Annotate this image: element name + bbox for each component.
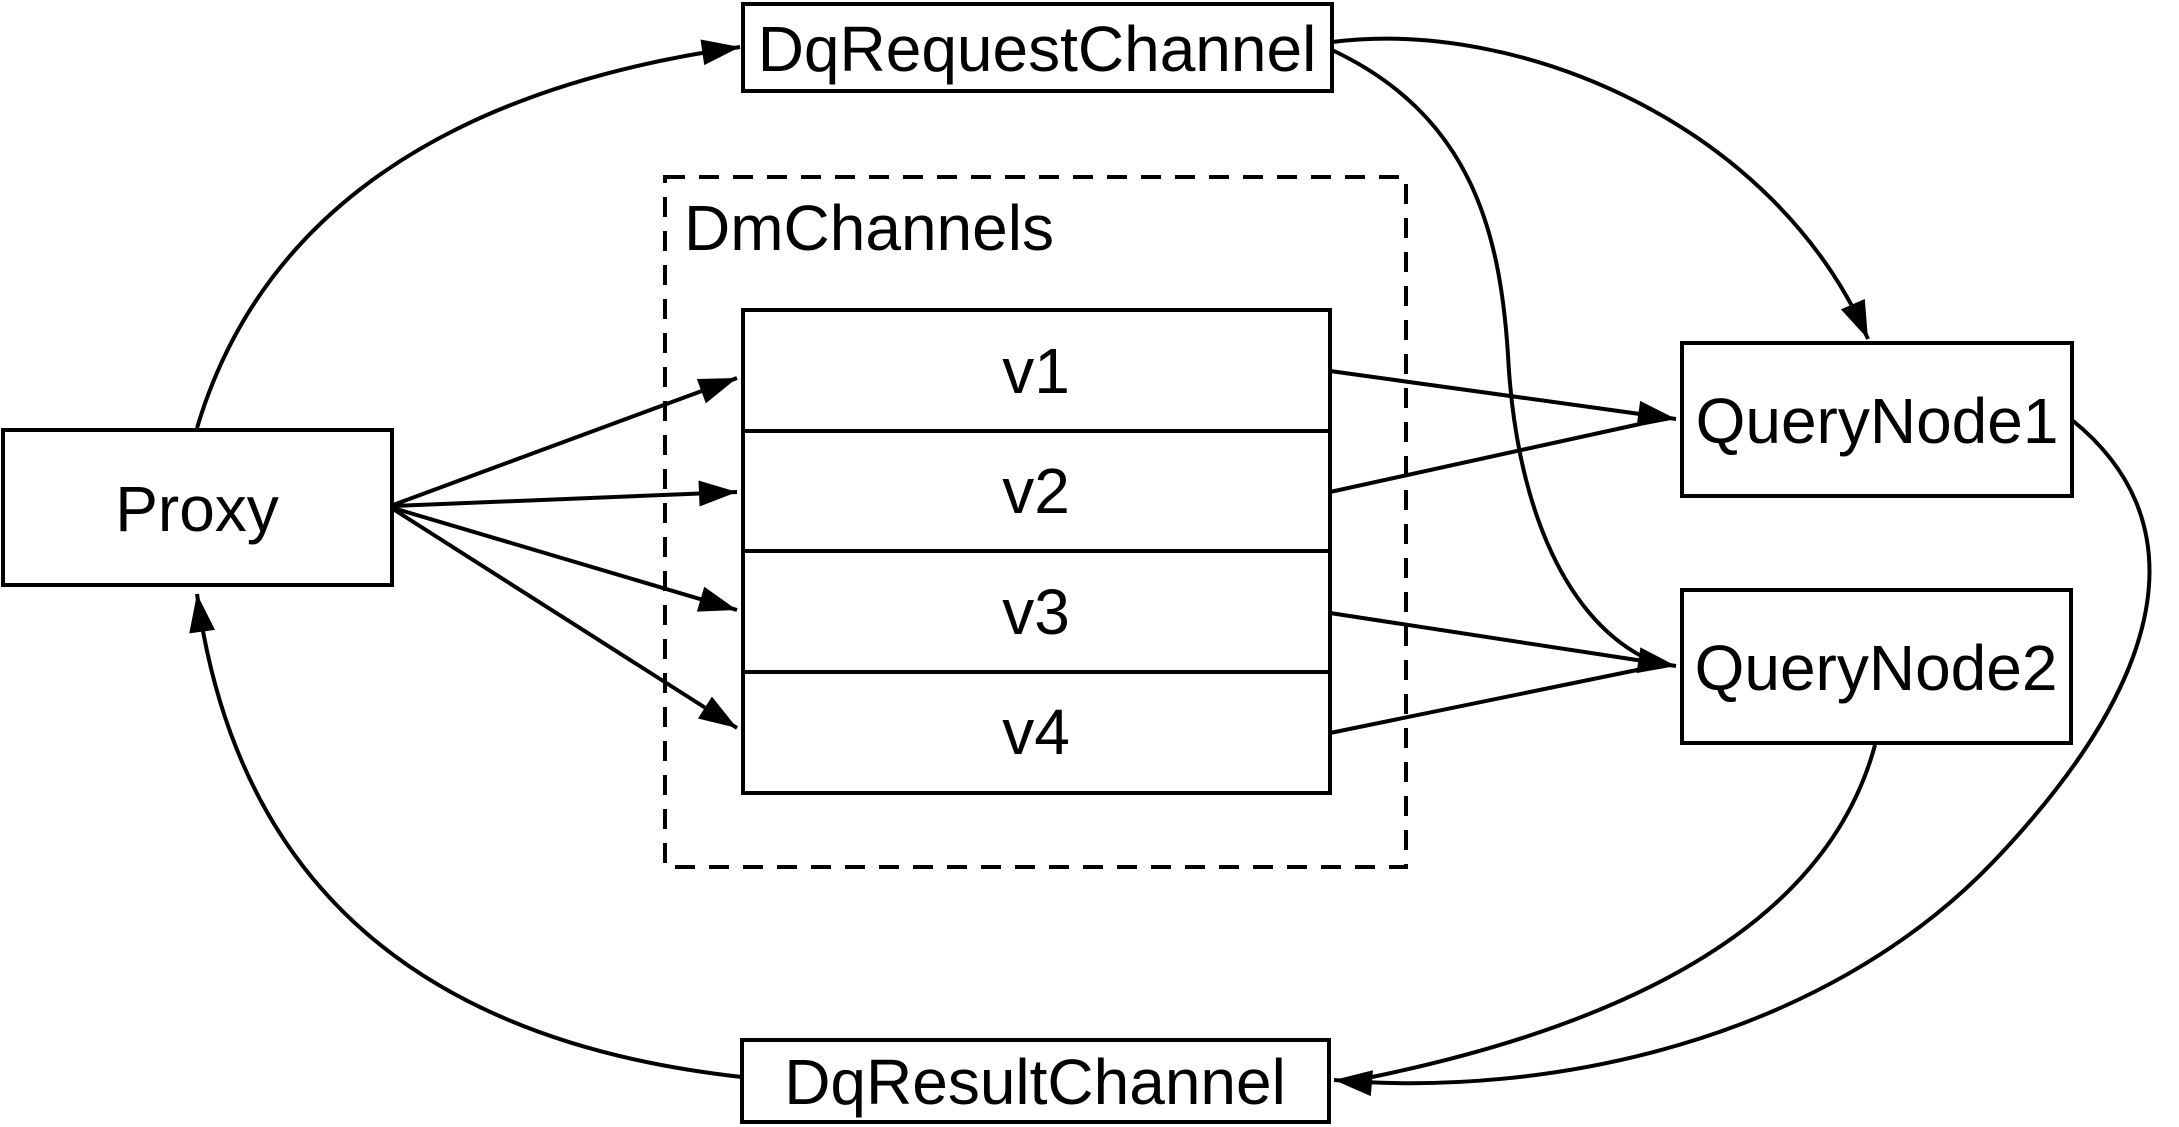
channel-v2-label: v2 — [1002, 455, 1070, 527]
group-dm-channels: DmChannels — [663, 175, 1408, 869]
edge-dq-result-channel-to-proxy — [189, 593, 743, 1079]
dq-result-channel-box — [740, 1038, 1331, 1124]
edge-v3-to-querynode2 — [1329, 611, 1677, 674]
node-channel-table: v1 v2 v3 v4 — [741, 308, 1332, 795]
dq-request-channel-box — [741, 2, 1334, 93]
node-proxy: Proxy — [1, 428, 394, 587]
querynode2-label: QueryNode2 — [1695, 632, 2058, 704]
edge-proxy-to-v2 — [392, 480, 738, 508]
proxy-label: Proxy — [115, 473, 279, 545]
proxy-box — [1, 428, 394, 587]
edge-v4-to-querynode2 — [1329, 667, 1643, 735]
node-dq-request-channel: DqRequestChannel — [741, 2, 1334, 93]
node-querynode1: QueryNode1 — [1680, 341, 2074, 498]
edge-querynode1-to-dq-result-channel — [1333, 418, 2152, 1097]
edge-proxy-to-v1 — [392, 376, 738, 507]
edge-querynode2-to-dq-result-channel — [1371, 744, 1877, 1079]
edge-proxy-to-dq-request-channel — [195, 39, 741, 429]
channel-v3-label: v3 — [1002, 576, 1070, 648]
edge-proxy-to-v3 — [392, 506, 738, 612]
dm-channels-dashed-box — [663, 175, 1408, 869]
node-dq-result-channel: DqResultChannel — [740, 1038, 1331, 1124]
dq-request-channel-label: DqRequestChannel — [758, 13, 1317, 85]
querynode1-label: QueryNode1 — [1696, 385, 2059, 457]
edge-dq-request-channel-to-querynode1 — [1331, 36, 1870, 340]
channel-v4-label: v4 — [1002, 696, 1070, 768]
querynode2-box — [1680, 588, 2073, 745]
querynode1-box — [1680, 341, 2074, 498]
dm-channels-label: DmChannels — [684, 192, 1054, 264]
dq-result-channel-label: DqResultChannel — [784, 1046, 1286, 1118]
node-querynode2: QueryNode2 — [1680, 588, 2073, 745]
edge-dq-request-channel-to-querynode2 — [1331, 48, 1646, 660]
channel-v1-label: v1 — [1002, 335, 1070, 407]
edge-v2-to-querynode1 — [1329, 422, 1641, 494]
edge-v1-to-querynode1 — [1329, 369, 1677, 427]
edge-proxy-to-v4 — [391, 507, 739, 730]
